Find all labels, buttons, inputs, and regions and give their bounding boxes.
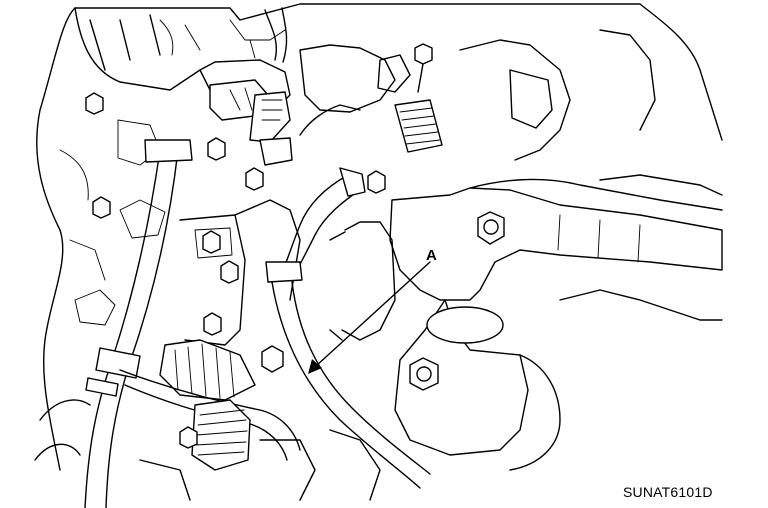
center-bracket [179,199,301,346]
bolt-hose-clamp [367,170,386,194]
bolt-left-mid [92,196,111,219]
bolt-mount-top [477,211,505,245]
lower-hoses [34,339,381,501]
callout-label-a: A [426,247,437,264]
bolt-left-upper [85,92,104,115]
bolt-top-center [414,43,433,93]
bolt-bracket-3 [202,230,221,254]
bolt-mount-lower [409,357,439,391]
wiring-connector [209,7,361,166]
bolts [85,43,505,449]
bolt-bracket-5 [203,312,222,336]
bolt-bracket-4 [220,260,239,284]
left-pipe [84,139,193,508]
callout-arrow-a: A [308,247,437,374]
ribbed-sleeve [377,54,443,153]
bolt-center-low [261,345,284,373]
bolt-lower-left [179,426,198,449]
bolt-bracket-2 [245,167,264,191]
center-hose [265,167,431,489]
figure-id: SUNAT6101D [623,484,713,500]
bolt-bracket-1 [207,137,226,161]
engine-mount-bracket [329,174,723,471]
